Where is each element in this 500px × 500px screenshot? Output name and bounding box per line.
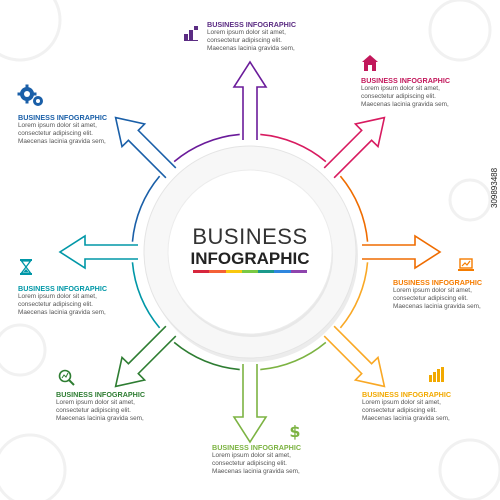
info-line: consectetur adipiscing elit. — [361, 93, 436, 100]
center-title-line2: INFOGRAPHIC — [190, 249, 310, 268]
info-line: Maecenas lacinia gravida sem, — [361, 101, 449, 108]
info-title: BUSINESS INFOGRAPHIC — [18, 113, 108, 122]
rainbow-bar — [193, 270, 307, 273]
background-decor-circle — [428, 0, 492, 62]
info-line: Lorem ipsum dolor sit amet, — [212, 452, 291, 459]
info-block-top-left: BUSINESS INFOGRAPHIC Lorem ipsum dolor s… — [18, 113, 148, 146]
ring-arc-segment — [131, 262, 161, 329]
background-decor-circle — [0, 323, 47, 377]
info-block-left: BUSINESS INFOGRAPHIC Lorem ipsum dolor s… — [18, 284, 148, 317]
arrow-2 — [362, 234, 442, 270]
rainbow-segment-1 — [193, 270, 210, 273]
info-line: consectetur adipiscing elit. — [362, 407, 437, 414]
rainbow-segment-6 — [274, 270, 291, 273]
magnifier-icon — [58, 369, 75, 386]
background-decor-circle — [448, 178, 492, 222]
info-block-bottom-right: BUSINESS INFOGRAPHIC Lorem ipsum dolor s… — [362, 390, 492, 423]
ring-arc-segment — [339, 175, 369, 242]
ring-arc-segment — [173, 133, 240, 163]
arrow-3 — [323, 325, 386, 388]
info-line: Lorem ipsum dolor sit amet, — [361, 85, 440, 92]
background-decor-circle — [0, 433, 67, 500]
laptop-icon — [458, 258, 474, 271]
info-line: consectetur adipiscing elit. — [56, 407, 131, 414]
info-line: Lorem ipsum dolor sit amet, — [362, 399, 441, 406]
info-block-bottom-left: BUSINESS INFOGRAPHIC Lorem ipsum dolor s… — [56, 390, 186, 423]
house-icon — [362, 55, 378, 71]
info-line: Lorem ipsum dolor sit amet, — [393, 287, 472, 294]
center-disc-inner — [167, 169, 333, 335]
info-line: consectetur adipiscing elit. — [18, 301, 93, 308]
arrow-5 — [114, 325, 177, 388]
info-line: Lorem ipsum dolor sit amet, — [56, 399, 135, 406]
info-line: Maecenas lacinia gravida sem, — [207, 45, 295, 52]
arrow-4 — [232, 364, 268, 444]
info-line: Maecenas lacinia gravida sem, — [56, 415, 144, 422]
info-title: BUSINESS INFOGRAPHIC — [18, 284, 108, 293]
info-line: Maecenas lacinia gravida sem, — [18, 309, 106, 316]
center-title-line1: BUSINESS — [192, 224, 308, 249]
arrow-7 — [114, 116, 177, 179]
info-line: Lorem ipsum dolor sit amet, — [18, 122, 97, 129]
arrow-0 — [232, 60, 268, 140]
rainbow-segment-5 — [258, 270, 275, 273]
ring-arc-segment — [260, 341, 327, 371]
info-block-right: BUSINESS INFOGRAPHIC Lorem ipsum dolor s… — [393, 278, 500, 311]
rainbow-segment-2 — [209, 270, 226, 273]
chart-icon — [184, 26, 198, 41]
ring-arc-segment — [339, 262, 369, 329]
info-title: BUSINESS INFOGRAPHIC — [207, 20, 297, 29]
dollar-icon: $ — [289, 422, 300, 440]
info-line: Maecenas lacinia gravida sem, — [212, 468, 300, 475]
info-line: consectetur adipiscing elit. — [18, 130, 93, 137]
bar-chart-icon — [429, 367, 444, 382]
info-line: Maecenas lacinia gravida sem, — [393, 303, 481, 310]
info-title: BUSINESS INFOGRAPHIC — [361, 76, 451, 85]
hourglass-icon — [20, 259, 32, 275]
info-line: Maecenas lacinia gravida sem, — [18, 138, 106, 145]
rainbow-segment-7 — [290, 270, 307, 273]
info-title: BUSINESS INFOGRAPHIC — [362, 390, 452, 399]
info-title: BUSINESS INFOGRAPHIC — [56, 390, 146, 399]
info-block-bottom: BUSINESS INFOGRAPHIC Lorem ipsum dolor s… — [212, 443, 342, 476]
svg-text:$: $ — [289, 422, 300, 440]
info-line: consectetur adipiscing elit. — [393, 295, 468, 302]
info-line: consectetur adipiscing elit. — [212, 460, 287, 467]
info-block-top-right: BUSINESS INFOGRAPHIC Lorem ipsum dolor s… — [361, 76, 491, 109]
info-line: Lorem ipsum dolor sit amet, — [18, 293, 97, 300]
rainbow-segment-3 — [225, 270, 242, 273]
info-title: BUSINESS INFOGRAPHIC — [393, 278, 483, 287]
info-line: Maecenas lacinia gravida sem, — [362, 415, 450, 422]
background-decor-circle — [0, 0, 62, 62]
info-block-top: BUSINESS INFOGRAPHIC Lorem ipsum dolor s… — [207, 20, 337, 53]
background-decor-circle — [438, 438, 500, 500]
rainbow-segment-4 — [241, 270, 259, 273]
info-line: Lorem ipsum dolor sit amet, — [207, 29, 286, 36]
ring-arc-segment — [173, 341, 240, 371]
info-title: BUSINESS INFOGRAPHIC — [212, 443, 302, 452]
ring-arc-segment — [260, 133, 327, 163]
gears-icon — [17, 84, 43, 106]
watermark-id: 309893488 — [490, 167, 499, 208]
ring-arc-segment — [131, 175, 161, 242]
arrow-1 — [323, 116, 386, 179]
arrow-6 — [58, 234, 138, 270]
info-line: consectetur adipiscing elit. — [207, 37, 282, 44]
